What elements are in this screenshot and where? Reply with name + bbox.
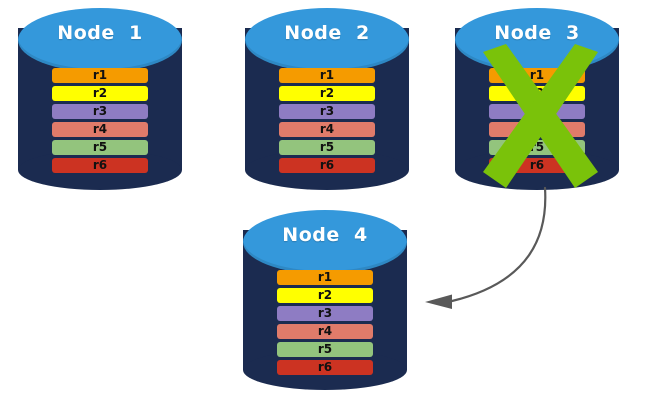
- record-stack-4: r1 r2 r3 r4 r5 r6: [277, 270, 373, 375]
- record-bar-r3[interactable]: r3: [277, 306, 373, 321]
- record-bar-r5[interactable]: r5: [279, 140, 375, 155]
- node-cylinder-3[interactable]: Node 3 r1 r2 r3 r4 r5 r6: [455, 8, 619, 190]
- node-title-2: Node 2: [284, 22, 370, 44]
- record-bar-r1[interactable]: r1: [277, 270, 373, 285]
- node-title-3: Node 3: [494, 22, 580, 44]
- record-bar-r2[interactable]: r2: [279, 86, 375, 101]
- record-bar-r4[interactable]: r4: [277, 324, 373, 339]
- record-bar-r4[interactable]: r4: [489, 122, 585, 137]
- record-bar-r6[interactable]: r6: [279, 158, 375, 173]
- record-bar-r1[interactable]: r1: [52, 68, 148, 83]
- record-bar-r2[interactable]: r2: [52, 86, 148, 101]
- node-cylinder-4[interactable]: Node 4 r1 r2 r3 r4 r5 r6: [243, 210, 407, 390]
- node-title-1: Node 1: [57, 22, 143, 44]
- record-bar-r1[interactable]: r1: [489, 68, 585, 83]
- node-cylinder-1[interactable]: Node 1 r1 r2 r3 r4 r5 r6: [18, 8, 182, 190]
- record-bar-r2[interactable]: r2: [489, 86, 585, 101]
- record-bar-r3[interactable]: r3: [489, 104, 585, 119]
- cylinder-top-disc-1: [18, 8, 182, 72]
- record-bar-r6[interactable]: r6: [52, 158, 148, 173]
- record-bar-r4[interactable]: r4: [279, 122, 375, 137]
- record-bar-r6[interactable]: r6: [489, 158, 585, 173]
- cylinder-top-disc-2: [245, 8, 409, 72]
- record-bar-r6[interactable]: r6: [277, 360, 373, 375]
- record-stack-1: r1 r2 r3 r4 r5 r6: [52, 68, 148, 173]
- record-bar-r5[interactable]: r5: [489, 140, 585, 155]
- record-bar-r5[interactable]: r5: [277, 342, 373, 357]
- record-bar-r3[interactable]: r3: [279, 104, 375, 119]
- node-title-4: Node 4: [282, 224, 368, 246]
- record-bar-r2[interactable]: r2: [277, 288, 373, 303]
- record-bar-r5[interactable]: r5: [52, 140, 148, 155]
- record-bar-r4[interactable]: r4: [52, 122, 148, 137]
- record-stack-3: r1 r2 r3 r4 r5 r6: [489, 68, 585, 173]
- node-cylinder-2[interactable]: Node 2 r1 r2 r3 r4 r5 r6: [245, 8, 409, 190]
- record-stack-2: r1 r2 r3 r4 r5 r6: [279, 68, 375, 173]
- record-bar-r3[interactable]: r3: [52, 104, 148, 119]
- cylinder-top-disc-4: [243, 210, 407, 274]
- record-bar-r1[interactable]: r1: [279, 68, 375, 83]
